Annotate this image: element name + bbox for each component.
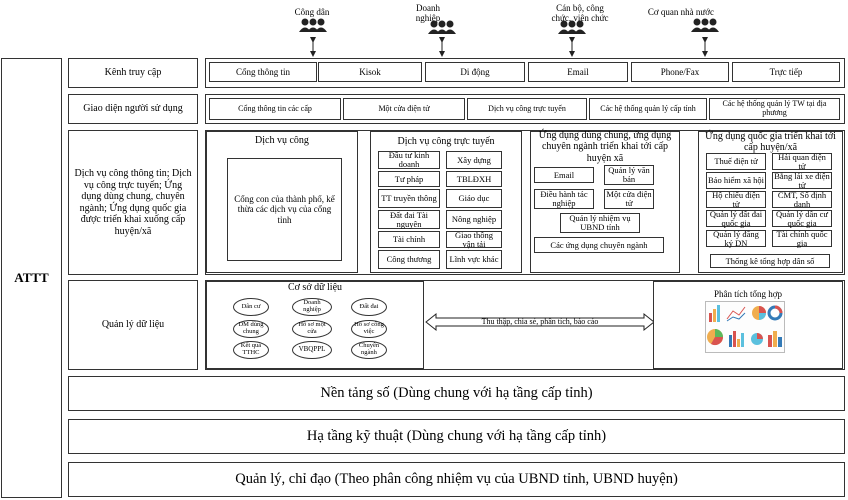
national-app-population-stats: Thống kê tổng hợp dân số: [710, 254, 830, 268]
db-land: Đất đai: [351, 298, 387, 316]
online-service-item: Đất đai Tài nguyên: [378, 210, 440, 229]
shared-app-item: Điều hành tác nghiệp: [534, 189, 594, 209]
attt-label: ATTT: [14, 270, 49, 286]
actor-arrows: [310, 37, 708, 57]
online-service-item: Xây dựng: [446, 151, 502, 169]
shared-app-task-mgmt: Quản lý nhiệm vụ UBND tỉnh: [560, 213, 640, 233]
people-icon: [691, 18, 719, 32]
channel-direct: Trực tiếp: [732, 62, 840, 82]
national-app-item: Hải quan điện tử: [772, 152, 832, 170]
people-icon: [299, 18, 327, 32]
db-one-stop-records: Hồ sơ một cửa: [292, 320, 332, 338]
national-app-item: Quản lý đăng ký DN: [706, 229, 766, 247]
shared-app-item: Email: [534, 167, 594, 183]
online-service-item: Tư pháp: [378, 171, 440, 187]
actor-label-agencies: Cơ quan nhà nước: [647, 6, 715, 17]
national-app-item: Quản lý đất đai quốc gia: [706, 209, 766, 227]
online-service-item: Đầu tư kinh doanh: [378, 151, 440, 169]
national-app-item: Bằng lái xe điện tử: [772, 171, 832, 189]
online-service-item: Giao thông vận tải: [446, 230, 502, 248]
ui-portal-all-levels: Cổng thông tin các cấp: [209, 98, 341, 120]
people-icon: [428, 20, 456, 34]
national-app-item: Hộ chiếu điện tử: [706, 190, 766, 208]
db-work-records: Hồ sơ công việc: [351, 320, 387, 338]
people-icon: [558, 20, 586, 34]
public-service-subportal: Cổng con của thành phố, kế thừa các dịch…: [227, 158, 342, 261]
management-direction-band: Quản lý, chỉ đạo (Theo phân công nhiệm v…: [68, 462, 845, 497]
national-app-item: CMT, Số định danh: [772, 190, 832, 208]
shared-app-item: Một cửa điện tử: [604, 189, 654, 209]
digital-platform-band: Nền tảng số (Dùng chung với hạ tầng cấp …: [68, 376, 845, 411]
national-app-item: Bảo hiểm xã hội: [706, 172, 766, 189]
channel-portal: Cổng thông tin: [209, 62, 317, 82]
online-service-item: TT truyền thông: [378, 189, 440, 208]
ui-provincial-systems: Các hệ thống quản lý cấp tỉnh: [589, 98, 707, 120]
actor-label-business: Doanh nghiệp: [415, 2, 441, 23]
ui-online-service: Dịch vụ công trực tuyến: [467, 98, 587, 120]
online-service-item: Lĩnh vực khác: [446, 250, 502, 269]
analysis-title: Phân tích tổng hợp: [713, 288, 782, 299]
data-exchange-label: Thu thập, chia sẻ, phân tích, báo cáo: [481, 316, 599, 326]
online-service-item: Công thương: [378, 250, 440, 269]
ui-central-systems: Các hệ thống quản lý TW tại địa phương: [709, 98, 840, 120]
ui-one-stop: Một cửa điện tử: [343, 98, 465, 120]
db-shared-catalog: DM dùng chung: [233, 320, 269, 338]
row-label-access: Kênh truy cập: [68, 58, 198, 88]
shared-app-specialized: Các ứng dụng chuyên ngành: [534, 237, 664, 253]
channel-kiosk: Kisok: [318, 62, 422, 82]
channel-email: Email: [528, 62, 628, 82]
national-app-item: Thuế điện tử: [706, 153, 766, 170]
actor-label-citizen: Công dân: [294, 6, 330, 17]
public-service-title: Dịch vụ công: [255, 135, 309, 147]
db-population: Dân cư: [233, 298, 269, 316]
shared-apps-title: Ứng dụng dùng chung, ứng dụng chuyên ngà…: [538, 129, 672, 164]
db-enterprise: Doanh nghiệp: [292, 298, 332, 316]
online-service-item: TBLĐXH: [446, 171, 502, 187]
online-service-item: Nông nghiệp: [446, 210, 502, 229]
national-apps-title: Ứng dụng quốc gia triển khai tới cấp huy…: [705, 130, 836, 154]
analysis-charts-icon: [705, 301, 785, 353]
actor-label-officials: Cán bộ, công chức, viên chức: [551, 2, 609, 23]
row-label-data: Quản lý dữ liệu: [68, 280, 198, 370]
db-admin-results: Kết quả TTHC: [233, 341, 269, 359]
row-label-ui: Giao diện người sử dụng: [68, 94, 198, 124]
channel-phone-fax: Phone/Fax: [631, 62, 729, 82]
row-label-services: Dịch vụ công thông tin; Dịch vụ công trự…: [68, 130, 198, 275]
online-service-item: Tài chính: [378, 231, 440, 248]
db-legal-docs: VBQPPL: [292, 341, 332, 359]
national-app-item: Tài chính quốc gia: [772, 229, 832, 247]
online-service-title: Dịch vụ công trực tuyến: [397, 136, 495, 148]
national-app-item: Quản lý dân cư quốc gia: [772, 209, 832, 227]
db-specialized: Chuyên ngành: [351, 341, 387, 359]
attt-column: ATTT: [1, 58, 62, 498]
technical-infrastructure-band: Hạ tầng kỹ thuật (Dùng chung với hạ tầng…: [68, 419, 845, 454]
shared-app-item: Quản lý văn bản: [604, 165, 654, 185]
database-title: Cơ sở dữ liệu: [287, 282, 343, 294]
online-service-item: Giáo dục: [446, 189, 502, 208]
channel-mobile: Di động: [425, 62, 525, 82]
